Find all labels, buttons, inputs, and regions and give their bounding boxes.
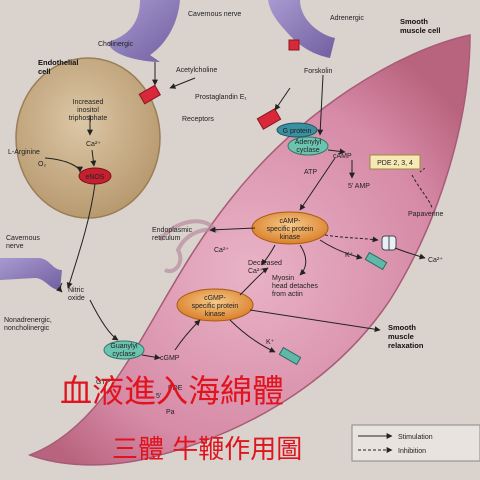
label-k-plus-bottom: K⁺ <box>266 339 275 346</box>
label-o2: O₂ <box>38 161 46 168</box>
enos-label: eNOS <box>85 174 104 181</box>
legend-stimulation-label: Stimulation <box>398 434 433 441</box>
label-endothelial-cell-2: cell <box>38 67 51 76</box>
label-l-arginine: L-Arginine <box>8 149 40 156</box>
label-smooth-relaxation-1: Smooth <box>388 323 416 332</box>
cavernous-nerve-left-shape <box>0 258 62 290</box>
label-prostaglandin: Prostaglandin E₁ <box>195 94 247 101</box>
adenylyl-cyclase-label-2: cyclase <box>296 147 319 154</box>
label-pa-partial: Pa <box>166 409 175 416</box>
label-adrenergic: Adrenergic <box>330 15 364 22</box>
label-forskolin: Forskolin <box>304 68 333 75</box>
camp-kinase-label-2: specific protein <box>267 226 314 233</box>
pathway-arrows <box>44 62 433 361</box>
label-smooth-muscle-cell-2: muscle cell <box>400 26 440 35</box>
label-camp: cAMP <box>333 153 352 160</box>
smooth-muscle-cell-body <box>27 34 471 466</box>
label-increased-3: triphosphate <box>69 115 108 122</box>
label-smooth-relaxation-2: muscle <box>388 332 414 341</box>
label-myosin-3: from actin <box>272 291 303 298</box>
adenylyl-cyclase-node <box>287 136 329 156</box>
cgmp-kinase-label-3: kinase <box>205 311 225 318</box>
label-decreased-2: Ca²⁺ <box>248 268 263 275</box>
label-smooth-muscle-cell-1: Smooth <box>400 17 428 26</box>
legend: Stimulation Inhibition <box>351 424 480 462</box>
adrenergic-nerve-shape <box>268 0 335 58</box>
label-endothelial-cell-1: Endothelial <box>38 58 78 67</box>
potassium-channel-top-icon <box>364 251 388 271</box>
adenylyl-cyclase-label-1: Adenylyl <box>295 139 322 146</box>
label-k-plus-top: K⁺ <box>345 252 354 259</box>
g-protein-label: G protein <box>283 128 312 135</box>
label-acetylcholine: Acetylcholine <box>176 67 217 74</box>
cgmp-kinase-label-1: cGMP- <box>204 295 226 302</box>
label-cholinergic: Cholinergic <box>98 41 134 48</box>
label-increased-1: Increased <box>73 99 104 106</box>
label-cavernous-nerve-left-1: Cavernous <box>6 235 40 242</box>
label-ca-er: Ca²⁺ <box>214 247 229 254</box>
pde-box <box>369 154 421 170</box>
cavernous-nerve-top-shape <box>108 0 180 62</box>
guanylyl-cyclase-node <box>103 340 145 360</box>
g-protein-node <box>276 122 318 138</box>
label-ca-endothelial: Ca²⁺ <box>86 141 101 148</box>
endothelial-cell-body <box>15 57 161 219</box>
legend-inhibition-label: Inhibition <box>398 448 426 455</box>
label-nitric-oxide-1: Nitric <box>68 287 84 294</box>
label-increased-2: inositol <box>77 107 99 114</box>
endoplasmic-reticulum-shape <box>158 219 220 274</box>
label-5-partial: 5' <box>156 393 161 400</box>
receptor-acetylcholine <box>138 84 161 105</box>
label-nitric-oxide-2: oxide <box>68 295 85 302</box>
label-papaverine: Papaverine <box>408 211 444 218</box>
label-nonadrenergic-1: Nonadrenergic, <box>4 317 52 324</box>
receptor-adrenergic <box>288 39 300 51</box>
label-cavernous-nerve-top: Cavernous nerve <box>188 11 241 18</box>
pde-label: PDE 2, 3, 4 <box>377 160 413 167</box>
guanylyl-cyclase-label-1: Guanylyl <box>110 343 138 350</box>
label-gtp-partial: GTP <box>96 379 111 386</box>
label-cavernous-nerve-left-2: nerve <box>6 243 24 250</box>
caption-subtitle: 三體 牛鞭作用圖 <box>112 435 302 465</box>
label-atp: ATP <box>304 169 317 176</box>
label-endoplasmic-1: Endoplasmic <box>152 227 193 234</box>
guanylyl-cyclase-label-2: cyclase <box>112 351 135 358</box>
camp-kinase-label-3: kinase <box>280 234 300 241</box>
label-cgmp: cGMP <box>160 355 180 362</box>
label-myosin-1: Myosin <box>272 275 294 282</box>
label-myosin-2: head detaches <box>272 283 318 290</box>
cgmp-kinase-label-2: specific protein <box>192 303 239 310</box>
label-nonadrenergic-2: noncholinergic <box>4 325 50 332</box>
label-receptors: Receptors <box>182 116 214 123</box>
potassium-channel-bottom-icon <box>278 346 302 366</box>
label-endoplasmic-2: reticulum <box>152 235 181 242</box>
receptor-prostaglandin <box>256 108 282 130</box>
label-smooth-relaxation-3: relaxation <box>388 341 424 350</box>
calcium-channel-icon <box>381 235 397 251</box>
label-decreased-1: Decreased <box>248 260 282 267</box>
label-ca-channel: Ca²⁺ <box>428 257 443 264</box>
cgmp-kinase-node <box>176 288 254 322</box>
label-pde-partial: PDE <box>168 385 183 392</box>
camp-kinase-label-1: cAMP- <box>280 218 302 225</box>
label-5-amp-top: 5' AMP <box>348 183 370 190</box>
caption-title: 血液進入海綿體 <box>60 372 284 410</box>
